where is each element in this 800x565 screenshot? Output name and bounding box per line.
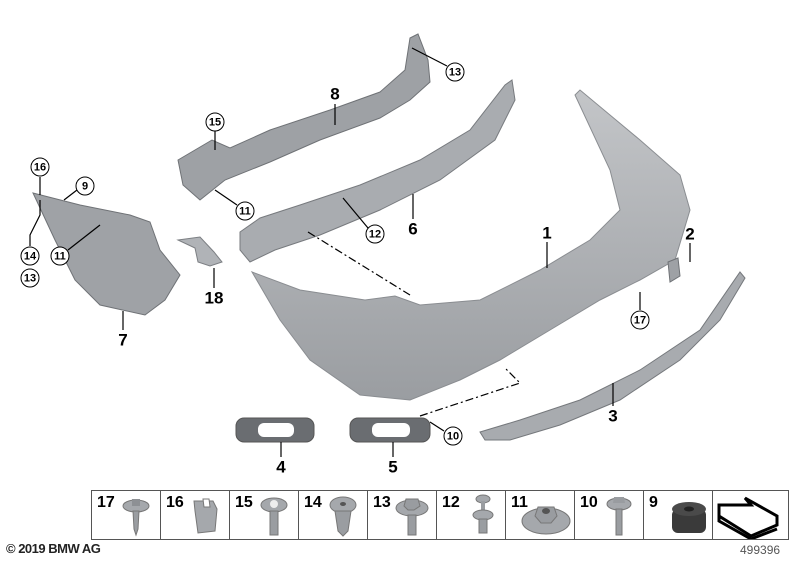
callout-14[interactable]: 14 xyxy=(20,246,40,266)
expanding-rivet-icon xyxy=(329,496,357,537)
part-label-1[interactable]: 1 xyxy=(542,223,552,243)
callout-11-left[interactable]: 11 xyxy=(50,246,70,266)
part-label-5[interactable]: 5 xyxy=(388,457,398,477)
fastener-cell-9[interactable]: 9 xyxy=(644,491,713,539)
side-bracket-part-7 xyxy=(32,192,181,316)
arrow-symbol-icon xyxy=(717,496,779,539)
bumper-panel-part-1 xyxy=(250,89,691,401)
fastener-number: 14 xyxy=(304,494,322,511)
hex-bolt-icon xyxy=(606,497,632,536)
part-label-3[interactable]: 3 xyxy=(608,406,618,426)
fastener-cell-16[interactable]: 16 xyxy=(161,491,230,539)
hex-nut-with-washer-icon xyxy=(521,506,571,535)
screw-with-washer-icon xyxy=(122,499,150,537)
callout-12[interactable]: 12 xyxy=(365,224,385,244)
callout-9[interactable]: 9 xyxy=(75,176,95,196)
callout-16[interactable]: 16 xyxy=(30,157,50,177)
fastener-number: 9 xyxy=(649,494,658,511)
hex-screw-with-washer-icon xyxy=(395,498,429,536)
part-label-8[interactable]: 8 xyxy=(330,84,340,104)
callout-10[interactable]: 10 xyxy=(443,426,463,446)
diagram-id: 499396 xyxy=(740,543,781,557)
callout-15[interactable]: 15 xyxy=(205,112,225,132)
cover-part-2 xyxy=(667,257,681,283)
callout-11[interactable]: 11 xyxy=(235,201,255,221)
torx-screw-icon xyxy=(260,497,288,536)
copyright-notice: © 2019 BMW AG xyxy=(6,541,101,556)
absorber-part-6 xyxy=(239,79,516,263)
upper-carrier-part-8 xyxy=(177,33,431,201)
part-label-4[interactable]: 4 xyxy=(276,457,286,477)
fastener-cell-15[interactable]: 15 xyxy=(230,491,299,539)
arrow-symbol-cell xyxy=(713,491,788,539)
fastener-cell-13[interactable]: 13 xyxy=(368,491,437,539)
small-bracket-part-18 xyxy=(176,236,223,267)
fastener-cell-17[interactable]: 17 xyxy=(92,491,161,539)
fastener-cell-14[interactable]: 14 xyxy=(299,491,368,539)
rubber-buffer-icon xyxy=(672,502,706,533)
part-label-18[interactable]: 18 xyxy=(204,288,224,308)
fastener-strip: 17 16 15 14 13 12 11 10 9 xyxy=(91,490,789,540)
push-rivet-icon xyxy=(472,494,494,534)
fastener-number: 13 xyxy=(373,494,391,511)
fastener-number: 10 xyxy=(580,494,598,511)
fastener-number: 17 xyxy=(97,494,115,511)
fastener-number: 12 xyxy=(442,494,460,511)
fastener-cell-11[interactable]: 11 xyxy=(506,491,575,539)
fastener-cell-10[interactable]: 10 xyxy=(575,491,644,539)
callout-17[interactable]: 17 xyxy=(630,310,650,330)
part-label-2[interactable]: 2 xyxy=(685,224,695,244)
fastener-cell-12[interactable]: 12 xyxy=(437,491,506,539)
diffuser-trim-part-3 xyxy=(479,271,746,441)
callout-13-left[interactable]: 13 xyxy=(20,268,40,288)
fastener-number: 15 xyxy=(235,494,253,511)
fastener-number: 11 xyxy=(511,494,528,511)
callout-13[interactable]: 13 xyxy=(445,62,465,82)
part-label-7[interactable]: 7 xyxy=(118,330,128,350)
clip-nut-icon xyxy=(193,498,218,534)
fastener-number: 16 xyxy=(166,494,184,511)
part-label-6[interactable]: 6 xyxy=(408,219,418,239)
